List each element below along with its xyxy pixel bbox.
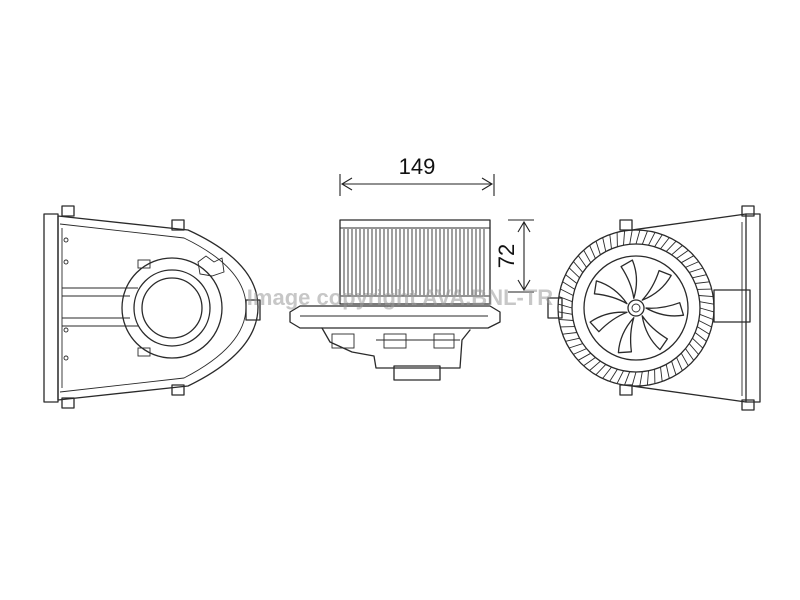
impeller-blade bbox=[641, 269, 672, 301]
wheel-rib bbox=[583, 357, 596, 367]
wheel-rib bbox=[557, 303, 573, 309]
watermark: Image copyright AVA.BNL-TR bbox=[247, 285, 553, 310]
height-dimension bbox=[508, 219, 534, 293]
wheel-rib bbox=[654, 234, 663, 248]
wheel-rib bbox=[623, 230, 626, 246]
wheel-rib bbox=[573, 348, 587, 355]
wheel-rib bbox=[589, 360, 601, 371]
impeller-blade bbox=[641, 315, 669, 351]
wheel-rib bbox=[577, 255, 587, 268]
height-dimension-label: 72 bbox=[494, 244, 519, 268]
wheel-rib bbox=[699, 307, 715, 313]
fan-wheel-ribs bbox=[557, 229, 715, 387]
wheel-rib bbox=[685, 261, 699, 268]
wheel-rib bbox=[565, 337, 580, 342]
wheel-rib bbox=[671, 361, 677, 376]
wheel-rib bbox=[560, 288, 574, 296]
wheel-rib bbox=[577, 352, 591, 361]
wheel-rib bbox=[648, 232, 656, 246]
wheel-rib bbox=[589, 245, 596, 259]
wheel-rib bbox=[676, 249, 689, 259]
wheel-rib bbox=[602, 237, 607, 252]
impeller-blade bbox=[620, 259, 638, 299]
wheel-rib bbox=[696, 326, 710, 335]
wheel-rib bbox=[665, 240, 677, 252]
wheel-rib bbox=[602, 366, 612, 379]
wheel-rib bbox=[609, 234, 612, 249]
impeller-blade bbox=[617, 317, 635, 354]
wheel-rib bbox=[595, 240, 601, 255]
wheel-rib bbox=[641, 230, 648, 245]
wheel-rib bbox=[698, 295, 714, 298]
wheel-rib bbox=[685, 348, 695, 361]
front-view-fan-wheel bbox=[547, 205, 761, 411]
wheel-rib bbox=[631, 371, 637, 387]
width-dimension-label: 149 bbox=[399, 154, 436, 179]
wheel-rib bbox=[568, 343, 583, 349]
wheel-rib bbox=[562, 332, 577, 335]
side-view-blower bbox=[289, 219, 501, 381]
wheel-rib bbox=[635, 229, 641, 245]
width-dimension bbox=[339, 174, 495, 196]
rear-view-housing bbox=[43, 205, 261, 409]
wheel-rib bbox=[698, 320, 712, 328]
wheel-rib bbox=[646, 370, 649, 386]
wheel-rib bbox=[692, 274, 707, 279]
wheel-rib bbox=[694, 332, 707, 342]
wheel-rib bbox=[629, 230, 633, 245]
wheel-rib bbox=[573, 261, 584, 273]
wheel-rib bbox=[558, 318, 574, 321]
wheel-rib bbox=[680, 353, 689, 367]
impeller-blade bbox=[593, 280, 628, 305]
impeller-blade bbox=[645, 302, 685, 317]
fan-blade-lines bbox=[343, 229, 485, 295]
wheel-rib bbox=[689, 267, 704, 273]
wheel-rib bbox=[595, 364, 607, 376]
impeller-blades bbox=[589, 259, 685, 354]
wheel-rib bbox=[639, 371, 643, 386]
wheel-rib bbox=[671, 245, 683, 256]
wheel-rib bbox=[692, 337, 704, 349]
wheel-rib bbox=[568, 267, 580, 279]
wheel-rib bbox=[660, 367, 663, 382]
wheel-rib bbox=[665, 364, 670, 379]
wheel-rib bbox=[609, 368, 618, 382]
wheel-rib bbox=[676, 357, 683, 371]
wheel-rib bbox=[583, 249, 592, 263]
wheel-rib bbox=[699, 301, 714, 305]
wheel-rib bbox=[624, 371, 631, 386]
wheel-rib bbox=[558, 311, 573, 315]
wheel-rib bbox=[616, 370, 624, 384]
wheel-rib bbox=[681, 255, 695, 264]
wheel-rib bbox=[699, 313, 714, 320]
wheel-rib bbox=[558, 296, 573, 303]
wheel-rib bbox=[562, 281, 576, 290]
wheel-rib bbox=[688, 343, 699, 355]
wheel-rib bbox=[565, 274, 578, 284]
wheel-rib bbox=[695, 281, 710, 284]
impeller-blade bbox=[589, 311, 628, 333]
wheel-rib bbox=[660, 237, 670, 250]
